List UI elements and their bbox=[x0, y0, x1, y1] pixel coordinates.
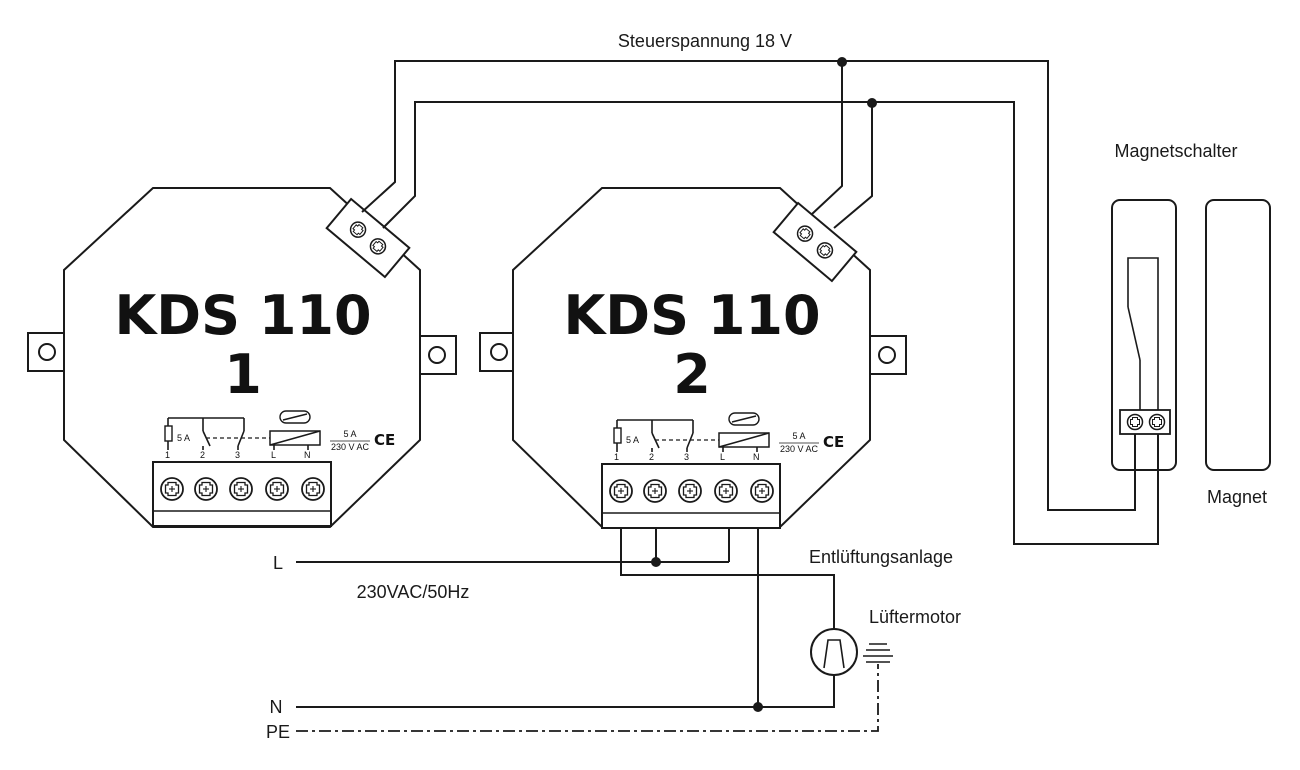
terminal-label-3: 3 bbox=[684, 452, 689, 462]
terminal-label-1: 1 bbox=[614, 452, 619, 462]
ventilation-label: Entlüftungsanlage bbox=[809, 547, 953, 567]
control-voltage-label: Steuerspannung 18 V bbox=[618, 31, 792, 51]
mounting-ear-left bbox=[27, 332, 67, 372]
terminal-label-l: L bbox=[720, 452, 725, 462]
rating-voltage: 230 V AC bbox=[780, 444, 819, 454]
terminal-label-n: N bbox=[753, 452, 760, 462]
terminal-screw-n bbox=[750, 479, 774, 503]
kds110-unit-2: KDS 110 2 5 A 5 A 230 V AC CE 1 2 3 L bbox=[479, 187, 907, 529]
ce-mark: CE bbox=[823, 433, 844, 451]
kds110-unit-1: KDS 110 1 5 A 5 A 230 V AC CE 1 2 3 bbox=[27, 187, 457, 528]
internal-schematic bbox=[613, 412, 770, 452]
internal-schematic bbox=[164, 410, 321, 450]
rating-voltage: 230 V AC bbox=[331, 442, 370, 452]
junction-dot bbox=[837, 57, 847, 67]
junction-dot bbox=[651, 557, 661, 567]
mains-wires bbox=[296, 528, 893, 732]
unit-number: 2 bbox=[673, 343, 711, 406]
terminal-label-2: 2 bbox=[200, 450, 205, 460]
terminal-screw-n bbox=[301, 477, 325, 501]
terminal-screw-2 bbox=[643, 479, 667, 503]
terminal-screw-1 bbox=[160, 477, 184, 501]
line-l-label: L bbox=[273, 553, 283, 573]
fan-motor-icon bbox=[810, 628, 858, 676]
magnet-label: Magnet bbox=[1207, 487, 1267, 507]
ce-mark: CE bbox=[374, 431, 395, 449]
terminal-screw-l bbox=[265, 477, 289, 501]
junction-dot bbox=[753, 702, 763, 712]
terminal-screw-2 bbox=[194, 477, 218, 501]
terminal-screw-l bbox=[714, 479, 738, 503]
magnetic-switch bbox=[1111, 199, 1177, 471]
terminal-label-n: N bbox=[304, 450, 311, 460]
line-n-wire bbox=[296, 674, 835, 708]
mains-voltage-label: 230VAC/50Hz bbox=[357, 582, 470, 602]
terminal-screw-1 bbox=[609, 479, 633, 503]
fan-motor-label: Lüftermotor bbox=[869, 607, 961, 627]
fuse-label: 5 A bbox=[626, 435, 639, 445]
magnet bbox=[1205, 199, 1271, 471]
terminal-label-1: 1 bbox=[165, 450, 170, 460]
line-n-label: N bbox=[270, 697, 283, 717]
control-terminal bbox=[772, 201, 858, 283]
junction-dot bbox=[867, 98, 877, 108]
unit-model: KDS 110 bbox=[114, 284, 371, 347]
terminal-screw-3 bbox=[678, 479, 702, 503]
control-wires bbox=[361, 57, 1159, 545]
terminal-label-2: 2 bbox=[649, 452, 654, 462]
unit-model: KDS 110 bbox=[563, 284, 820, 347]
line-pe-label: PE bbox=[266, 722, 290, 742]
ground-icon bbox=[863, 643, 893, 663]
line-pe-wire bbox=[296, 664, 879, 732]
terminal-label-3: 3 bbox=[235, 450, 240, 460]
rating-current: 5 A bbox=[792, 431, 805, 441]
terminal-screw-3 bbox=[229, 477, 253, 501]
magnetic-switch-label: Magnetschalter bbox=[1114, 141, 1237, 161]
fuse-label: 5 A bbox=[177, 433, 190, 443]
unit-number: 1 bbox=[224, 343, 262, 406]
control-terminal bbox=[325, 197, 411, 279]
terminal-label-l: L bbox=[271, 450, 276, 460]
rating-current: 5 A bbox=[343, 429, 356, 439]
